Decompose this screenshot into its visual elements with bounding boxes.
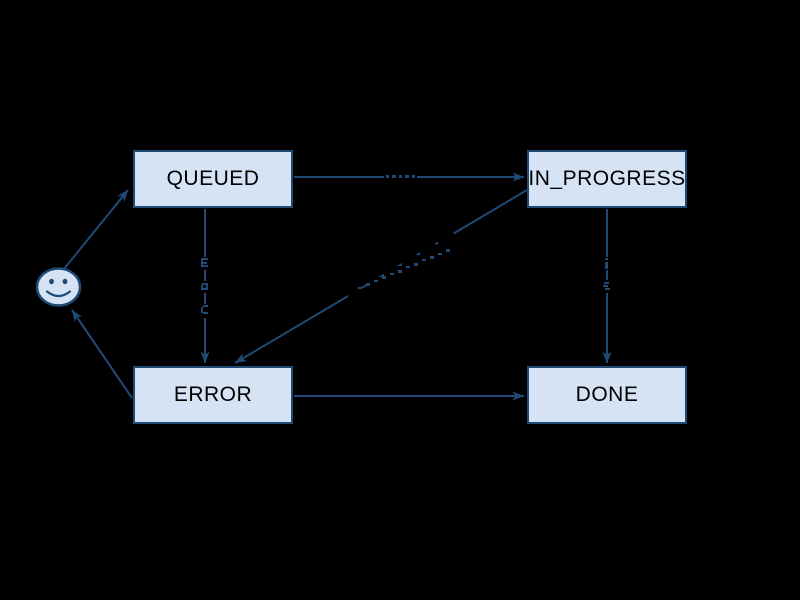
edge-label-fragments-in-progress-error xyxy=(348,233,454,299)
edge-start-to-queued xyxy=(63,189,129,270)
state-label-in-progress: IN_PROGRESS xyxy=(528,167,686,190)
edge-label-fragments-queued-in-progress xyxy=(384,170,420,184)
state-node-in-progress: IN_PROGRESS xyxy=(527,150,687,208)
edge-label-fragments-in-progress-done xyxy=(601,257,614,293)
state-node-queued: QUEUED xyxy=(133,150,293,208)
state-node-done: DONE xyxy=(527,366,687,424)
edge-in-progress-to-error xyxy=(234,189,528,364)
state-label-error: ERROR xyxy=(173,383,253,406)
state-label-queued: QUEUED xyxy=(166,167,260,190)
smiley-mouth xyxy=(45,290,72,298)
smiley-right-eye xyxy=(62,278,68,285)
smiley-left-eye xyxy=(49,278,54,285)
state-node-error: ERROR xyxy=(133,366,293,424)
state-label-done: DONE xyxy=(575,383,639,406)
edge-error-to-start xyxy=(71,309,133,399)
edge-label-fragments-queued-error xyxy=(198,257,212,318)
start-state-smiley-icon xyxy=(35,267,82,307)
